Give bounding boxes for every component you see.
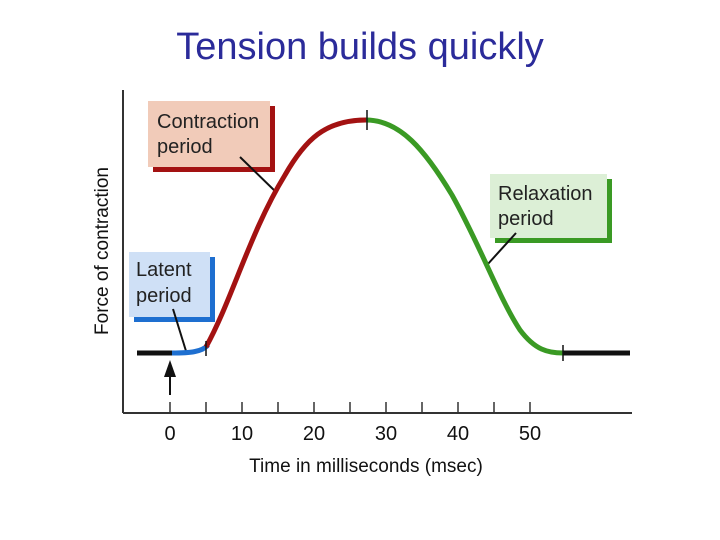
x-tick-label-0: 0 <box>164 423 175 445</box>
x-tick-label-20: 20 <box>303 423 325 445</box>
contraction-label-box: Contraction period <box>148 101 275 172</box>
relaxation-pointer <box>486 232 517 266</box>
contraction-label-line1: Contraction <box>157 111 259 133</box>
x-ticks <box>169 402 531 413</box>
page-title: Tension builds quickly <box>176 26 544 68</box>
latent-curve <box>171 343 210 356</box>
latent-label-box: Latent period <box>129 252 215 322</box>
x-tick-label-10: 10 <box>231 423 253 445</box>
x-tick-label-30: 30 <box>375 423 397 445</box>
latent-label-line2: period <box>136 285 192 307</box>
stimulus-arrow <box>164 360 176 395</box>
relaxation-curve <box>365 117 564 356</box>
contraction-curve <box>203 117 367 349</box>
latent-pointer <box>172 308 187 352</box>
latent-label-line1: Latent <box>136 259 192 281</box>
relaxation-label-line2: period <box>498 208 554 230</box>
x-tick-label-50: 50 <box>519 423 541 445</box>
relaxation-label-line1: Relaxation <box>498 183 593 205</box>
y-axis-label: Force of contraction <box>92 167 113 335</box>
contraction-label-line2: period <box>157 136 213 158</box>
relaxation-label-box: Relaxation period <box>490 174 612 243</box>
x-tick-label-40: 40 <box>447 423 469 445</box>
contraction-pointer <box>239 156 278 194</box>
x-axis-label: Time in milliseconds (msec) <box>249 456 483 477</box>
